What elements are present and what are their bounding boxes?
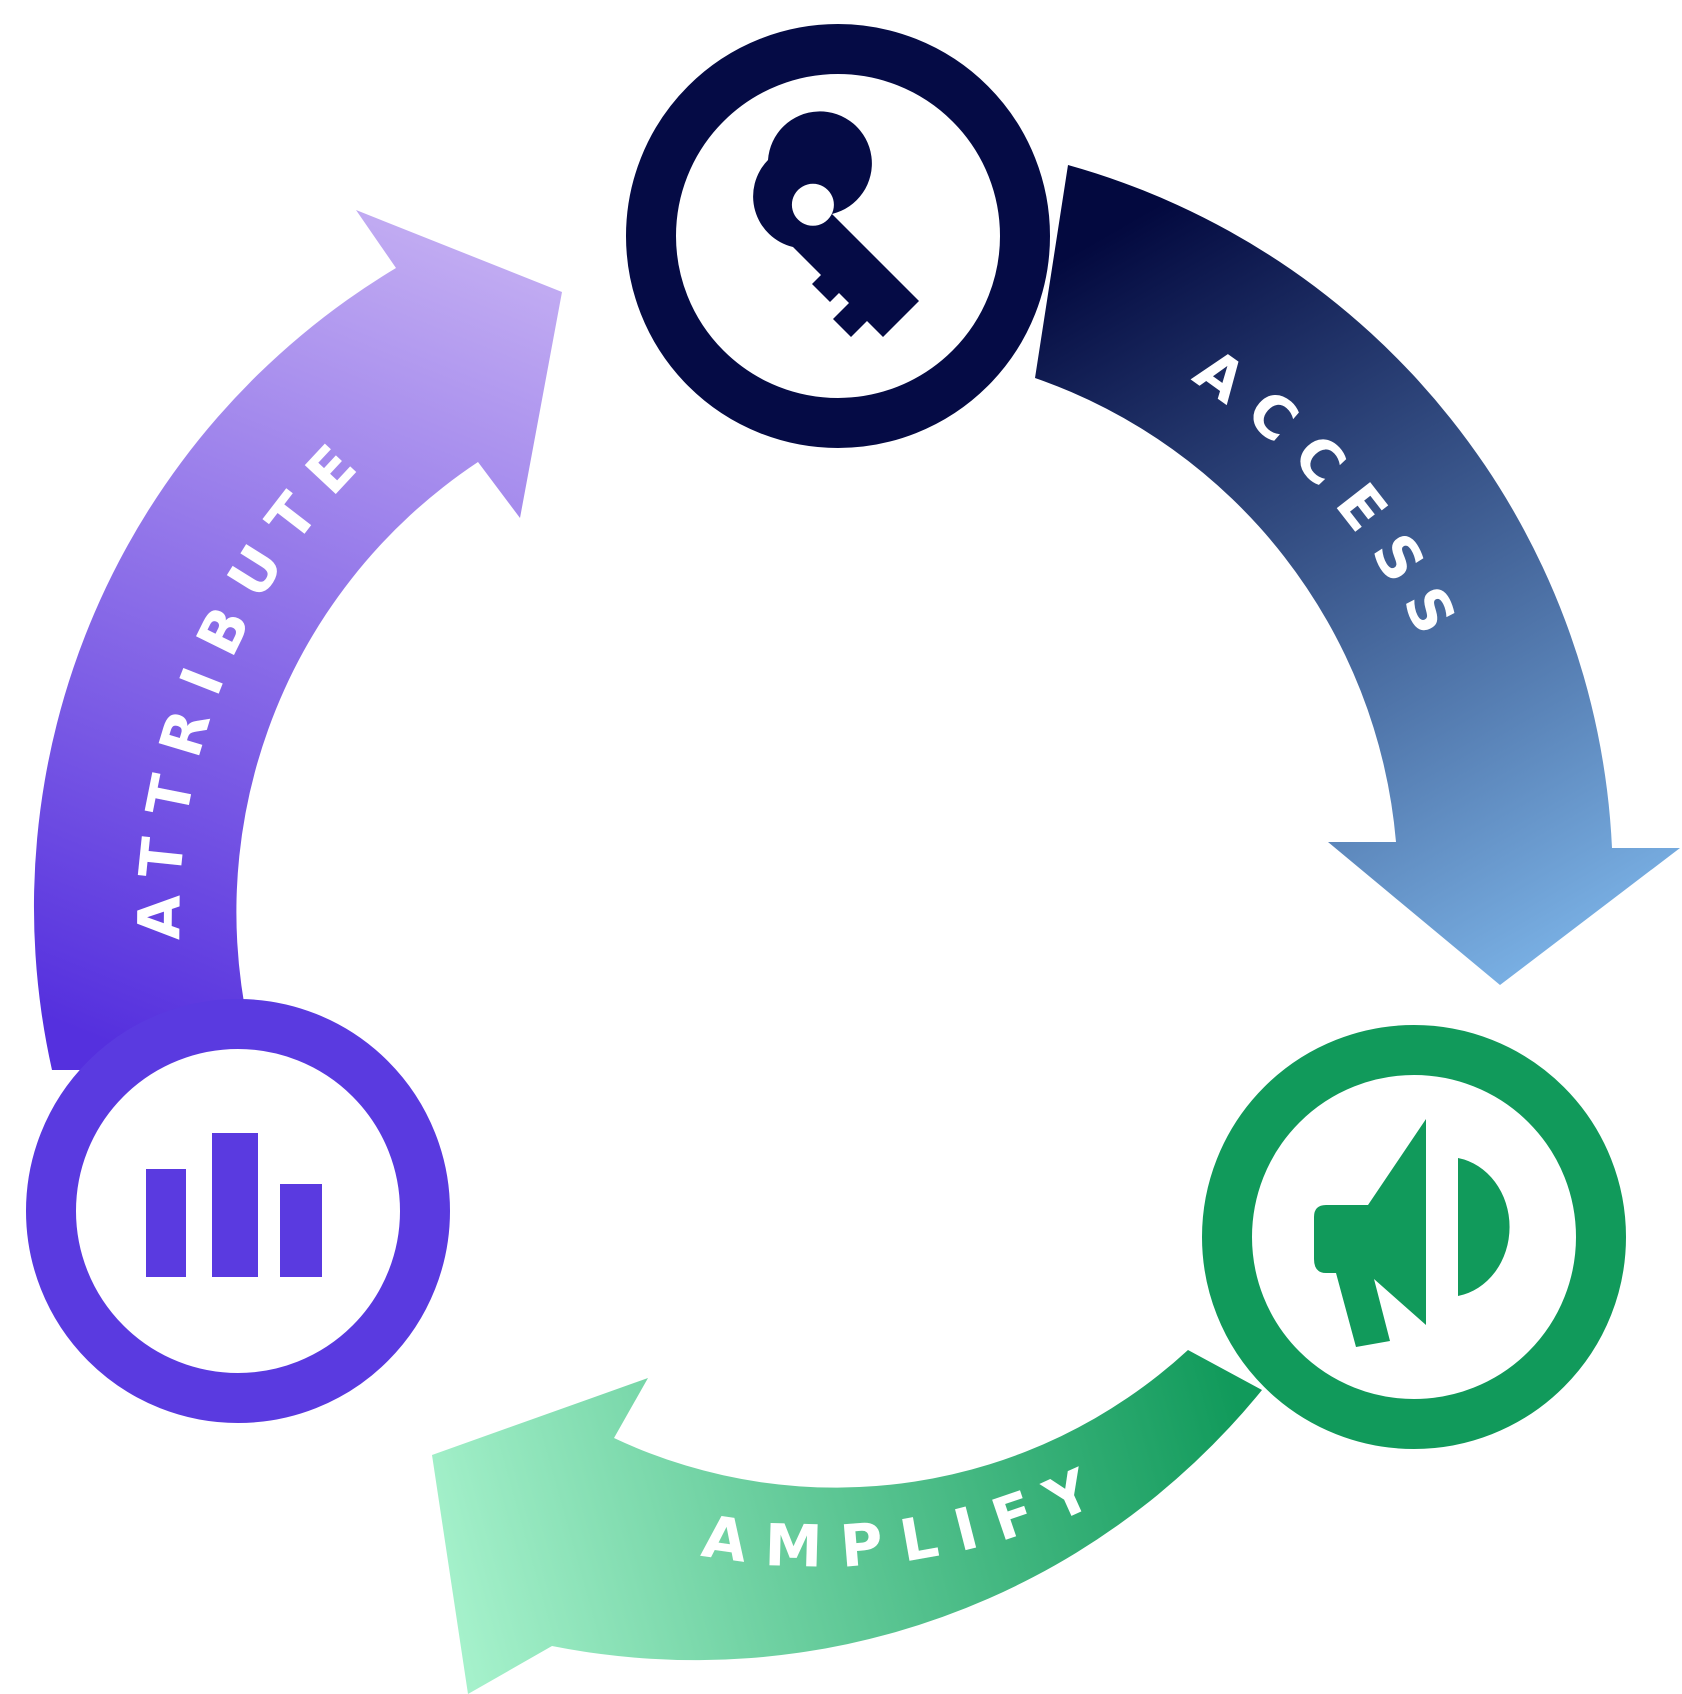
key-icon bbox=[753, 111, 919, 337]
attribute-arrow bbox=[33, 210, 562, 1070]
megaphone-icon bbox=[1314, 1119, 1510, 1347]
amplify-arrow bbox=[432, 1350, 1262, 1694]
access-arrow bbox=[1035, 165, 1680, 985]
access-stage: ACCESS bbox=[626, 24, 1680, 985]
bar-chart-icon bbox=[146, 1133, 322, 1277]
amplify-stage: AMPLIFY bbox=[432, 1025, 1626, 1694]
attribute-stage: ATTRIBUTE bbox=[26, 210, 562, 1423]
